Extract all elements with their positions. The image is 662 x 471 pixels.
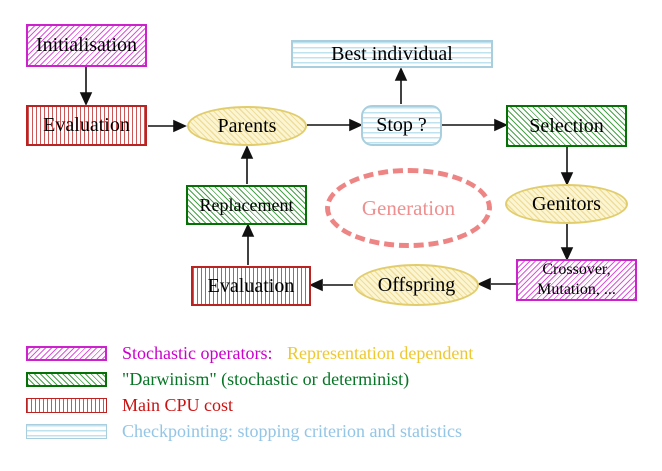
legend-stochastic-text: Stochastic operators: [122, 343, 273, 363]
legend-row-stochastic: Stochastic operators: Representation dep… [26, 343, 473, 364]
node-selection: Selection [506, 105, 627, 147]
legend-swatch-red-stripes [26, 398, 107, 413]
legend-checkpointing-text: Checkpointing: stopping criterion and st… [122, 421, 462, 441]
crossover-line1: Crossover, [542, 261, 611, 278]
node-replacement: Replacement [186, 185, 307, 225]
node-crossover-mutation: Crossover, Mutation, ... [516, 259, 637, 301]
node-offspring: Offspring [354, 264, 479, 306]
legend-representation-text: Representation dependent [286, 343, 474, 363]
crossover-line2: Mutation, ... [537, 281, 616, 298]
node-genitors: Genitors [505, 184, 628, 224]
legend-row-checkpointing: Checkpointing: stopping criterion and st… [26, 421, 462, 441]
legend-swatch-green-hatch [26, 372, 107, 387]
legend-cpu-text: Main CPU cost [122, 395, 234, 415]
node-evaluation-bottom: Evaluation [191, 266, 311, 306]
node-generation: Generation [325, 168, 492, 248]
legend-row-cpu: Main CPU cost [26, 395, 234, 415]
legend-darwinism-text: "Darwinism" (stochastic or determinist) [122, 369, 410, 389]
legend-swatch-cyan-stripes [26, 424, 107, 439]
node-initialisation: Initialisation [26, 24, 147, 67]
node-best-individual: Best individual [291, 40, 493, 68]
legend-row-darwinism: "Darwinism" (stochastic or determinist) [26, 369, 410, 389]
node-parents: Parents [187, 106, 307, 146]
legend-label-stochastic: Stochastic operators: Representation dep… [122, 343, 473, 364]
node-stop: Stop ? [361, 105, 442, 146]
legend-swatch-magenta-hatch [26, 346, 107, 361]
node-evaluation-top: Evaluation [26, 105, 147, 146]
